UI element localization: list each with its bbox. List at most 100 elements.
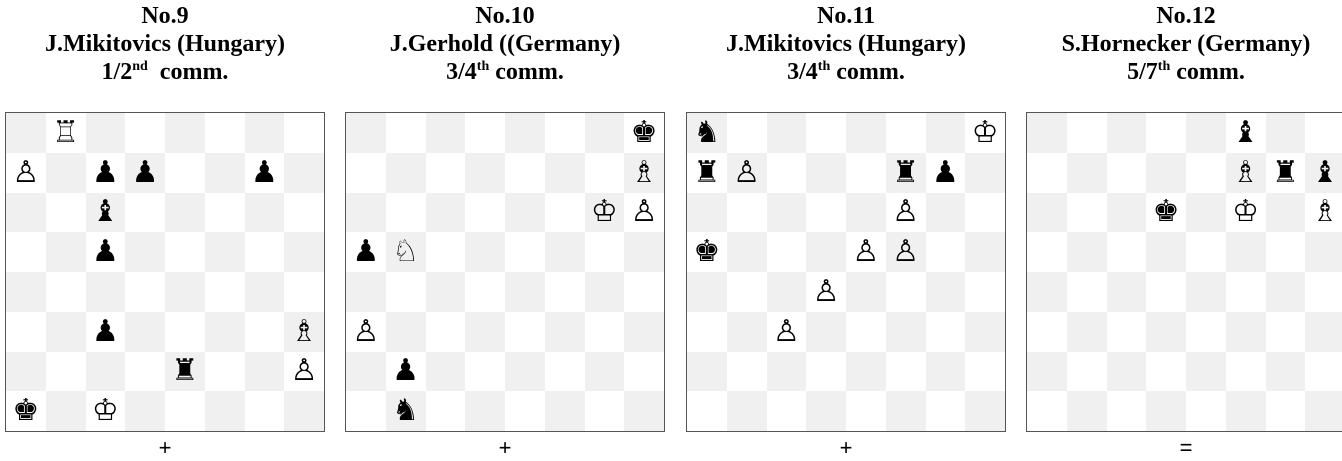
square-a3 [687, 312, 727, 352]
square-h2 [965, 352, 1005, 392]
square-b2 [1067, 352, 1107, 392]
square-h8 [284, 113, 324, 153]
square-e2 [846, 352, 886, 392]
award-tail: comm. [1170, 59, 1245, 85]
square-h5 [284, 232, 324, 272]
composer: S.Hornecker (Germany) [1026, 30, 1342, 58]
square-h3 [1305, 312, 1342, 352]
square-h3: ♗ [284, 312, 324, 352]
square-e6 [1186, 193, 1226, 233]
diagram-header: No.10 J.Gerhold ((Germany) 3/4th comm. [345, 0, 665, 112]
square-b6 [1067, 193, 1107, 233]
square-a7 [346, 153, 386, 193]
square-c4 [86, 272, 126, 312]
composer: J.Mikitovics (Hungary) [686, 30, 1006, 58]
square-h6 [965, 193, 1005, 233]
square-g4 [1266, 272, 1306, 312]
square-d4: ♙ [806, 272, 846, 312]
award-suffix: th [1158, 59, 1170, 74]
square-e7 [165, 153, 205, 193]
square-h6 [284, 193, 324, 233]
square-g3 [585, 312, 625, 352]
square-b3 [46, 312, 86, 352]
square-g5 [245, 232, 285, 272]
square-c2 [767, 352, 807, 392]
square-g6 [245, 193, 285, 233]
black-pawn-icon: ♟ [132, 158, 159, 188]
square-d8 [806, 113, 846, 153]
square-g8 [245, 113, 285, 153]
white-bishop-icon: ♗ [1312, 197, 1339, 227]
square-h3 [965, 312, 1005, 352]
stipulation: + [345, 437, 665, 459]
square-a7 [1027, 153, 1067, 193]
square-b1 [727, 391, 767, 431]
square-a4 [1027, 272, 1067, 312]
black-pawn-icon: ♟ [352, 237, 379, 267]
square-b2: ♟ [386, 352, 426, 392]
square-d7: ♟ [125, 153, 165, 193]
square-e2 [1186, 352, 1226, 392]
black-knight-icon: ♞ [392, 396, 419, 426]
white-pawn-icon: ♙ [892, 197, 919, 227]
problem-number: No.10 [345, 0, 665, 30]
award: 3/4th comm. [345, 58, 665, 86]
black-knight-icon: ♞ [693, 118, 720, 148]
square-g8 [926, 113, 966, 153]
square-a2 [1027, 352, 1067, 392]
square-a8 [6, 113, 46, 153]
white-pawn-icon: ♙ [631, 197, 658, 227]
white-pawn-icon: ♙ [352, 317, 379, 347]
black-king-icon: ♚ [1153, 197, 1180, 227]
diagram-no10: No.10 J.Gerhold ((Germany) 3/4th comm. ♚… [345, 0, 665, 112]
square-c6: ♝ [86, 193, 126, 233]
square-a8: ♞ [687, 113, 727, 153]
square-g3 [245, 312, 285, 352]
square-a8 [1027, 113, 1067, 153]
square-b5: ♘ [386, 232, 426, 272]
square-h4 [1305, 272, 1342, 312]
square-d4 [465, 272, 505, 312]
square-d5 [1146, 232, 1186, 272]
square-h1 [624, 391, 664, 431]
square-b4 [1067, 272, 1107, 312]
square-a1 [1027, 391, 1067, 431]
black-pawn-icon: ♟ [932, 158, 959, 188]
square-e8 [1186, 113, 1226, 153]
black-king-icon: ♚ [693, 237, 720, 267]
award-main: 5/7 [1127, 59, 1158, 85]
square-a1: ♚ [6, 391, 46, 431]
square-e4 [846, 272, 886, 312]
square-d5 [465, 232, 505, 272]
square-e4 [165, 272, 205, 312]
black-bishop-icon: ♝ [1312, 158, 1339, 188]
square-g6: ♔ [585, 193, 625, 233]
square-g5 [585, 232, 625, 272]
square-f3 [886, 312, 926, 352]
square-f4 [205, 272, 245, 312]
problem-number: No.12 [1026, 0, 1342, 30]
white-bishop-icon: ♗ [631, 158, 658, 188]
square-b5 [1067, 232, 1107, 272]
square-d1 [465, 391, 505, 431]
square-b4 [386, 272, 426, 312]
square-d5 [125, 232, 165, 272]
square-h2 [1305, 352, 1342, 392]
square-g6 [926, 193, 966, 233]
square-c1 [1107, 391, 1147, 431]
square-c6 [426, 193, 466, 233]
black-rook-icon: ♜ [892, 158, 919, 188]
square-e5 [505, 232, 545, 272]
problem-number: No.9 [5, 0, 325, 30]
square-g1 [245, 391, 285, 431]
square-f1 [886, 391, 926, 431]
square-g4 [585, 272, 625, 312]
black-rook-icon: ♜ [693, 158, 720, 188]
square-c7 [1107, 153, 1147, 193]
black-pawn-icon: ♟ [251, 158, 278, 188]
square-b7 [1067, 153, 1107, 193]
square-g1 [585, 391, 625, 431]
square-c1 [426, 391, 466, 431]
square-a6 [687, 193, 727, 233]
square-e3 [846, 312, 886, 352]
